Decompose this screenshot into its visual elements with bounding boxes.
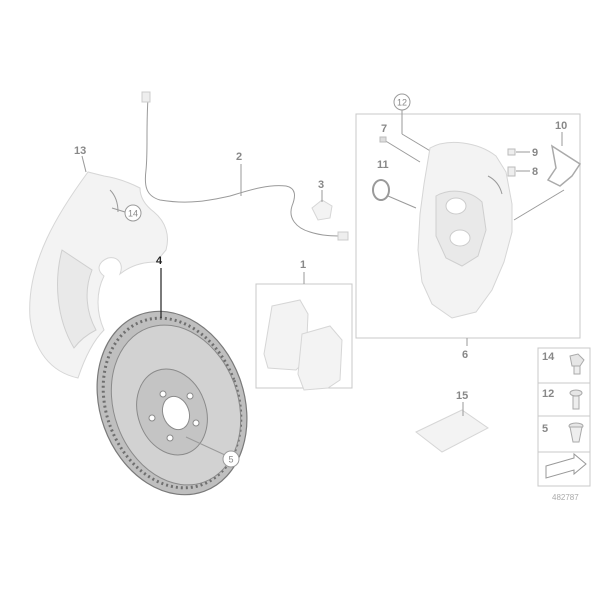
diagram-reference-number: 482787 <box>552 493 579 502</box>
wear-sensor-wire[interactable] <box>141 91 349 241</box>
callout-15: 15 <box>456 390 468 402</box>
spring-clip[interactable] <box>513 132 582 221</box>
caliper-group-box <box>355 113 581 339</box>
callout-7: 7 <box>381 123 387 135</box>
callout-circle-12-top: 12 <box>393 93 433 153</box>
callout-3: 3 <box>318 179 324 191</box>
sensor-clip[interactable] <box>311 190 333 221</box>
orientation-arrow-icon <box>545 452 587 479</box>
guide-bolt[interactable] <box>379 136 421 163</box>
brake-disc[interactable] <box>72 290 272 516</box>
grease-packet[interactable] <box>415 402 489 453</box>
callout-10: 10 <box>555 120 567 132</box>
callout-circle-5-disc: 5 <box>185 436 240 468</box>
legend-item-5[interactable]: 5 <box>542 422 584 443</box>
callout-4: 4 <box>156 255 163 267</box>
legend-label-12: 12 <box>542 388 554 400</box>
callout-6: 6 <box>462 349 468 361</box>
svg-text:14: 14 <box>128 209 138 219</box>
callout-9: 9 <box>532 147 538 159</box>
dust-shield[interactable] <box>29 171 168 379</box>
seal-ring[interactable] <box>372 179 417 209</box>
leader-13 <box>81 155 87 173</box>
brake-pads[interactable] <box>263 299 343 391</box>
flange-nut-icon <box>569 353 585 367</box>
callout-11: 11 <box>377 159 389 171</box>
callout-1: 1 <box>300 259 306 271</box>
svg-text:12: 12 <box>397 98 407 108</box>
legend-item-12[interactable]: 12 <box>542 388 583 410</box>
brake-caliper[interactable] <box>417 142 513 319</box>
legend-item-14[interactable]: 14 <box>542 351 585 375</box>
callout-2: 2 <box>236 151 242 163</box>
legend-label-5: 5 <box>542 423 548 435</box>
bleeder-cap[interactable] <box>507 148 530 156</box>
bleeder-valve[interactable] <box>507 166 530 177</box>
svg-text:5: 5 <box>228 455 233 465</box>
callout-13: 13 <box>74 145 86 157</box>
legend-label-14: 14 <box>542 351 555 363</box>
callout-circle-14-shield: 14 <box>111 204 142 222</box>
hex-bolt-icon <box>569 389 583 397</box>
callout-8: 8 <box>532 166 538 178</box>
